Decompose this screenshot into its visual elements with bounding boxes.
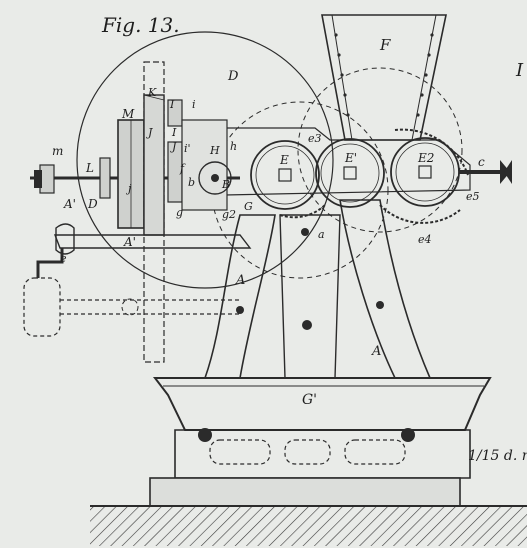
treadle-linkage [23,277,240,337]
label-e5: e5 [466,190,480,203]
label-E1: E [279,153,289,167]
roller-E [250,140,320,210]
floor-hatching [90,506,527,546]
figure-title: Fig. 13. [101,13,180,37]
label-j: j [125,182,132,195]
machine-base [149,428,471,507]
label-i-mid: i' [184,142,191,155]
label-I-mid: I [171,126,177,139]
label-e-handle: e [60,252,67,265]
label-f: f [179,162,186,175]
label-g2: g2 [222,208,236,221]
adjusting-screw [459,160,512,184]
label-M: M [121,107,135,121]
label-A-prime-left: A' [63,197,76,211]
label-b: b [188,176,195,189]
corner-label: I [515,60,524,81]
label-G: G [244,200,253,213]
label-a: a [318,228,325,241]
dashed-gear-circle-right [297,67,463,233]
gear-teeth [279,128,469,224]
label-K: K [147,86,157,99]
label-m: m [52,144,63,158]
label-i-top: i [192,98,196,111]
label-A-prime-bottom: A' [123,235,136,249]
arm-A-prime [36,223,252,278]
label-h: h [230,140,237,153]
label-e3: e3 [308,132,322,145]
label-I-top: I [169,98,175,111]
label-G-prime: G' [302,392,317,408]
frame-column-K [143,61,165,363]
scale-note: 1/15 d. n [468,448,527,464]
label-E2: E' [344,151,357,165]
label-g: g [176,206,183,219]
label-A-left: A [235,273,245,288]
pulley-M [117,119,145,229]
label-H: H [209,144,220,157]
flywheel-circle [76,31,334,289]
label-c: c [478,155,485,169]
gear-B [198,161,232,195]
label-J-mid: J [170,140,177,153]
label-J-top: J [146,126,153,139]
dashed-gear-circle-left [211,101,389,279]
label-A-right: A [371,344,381,359]
label-E3: E2 [417,151,434,165]
label-F: F [379,36,391,54]
label-L: L [85,161,94,175]
label-D-top: D [227,69,239,84]
label-e4: e4 [418,233,432,246]
label-D-left: D [87,197,98,211]
bearing-blocks [167,99,228,211]
label-B: B [221,178,230,191]
roller-E-prime [315,138,385,208]
